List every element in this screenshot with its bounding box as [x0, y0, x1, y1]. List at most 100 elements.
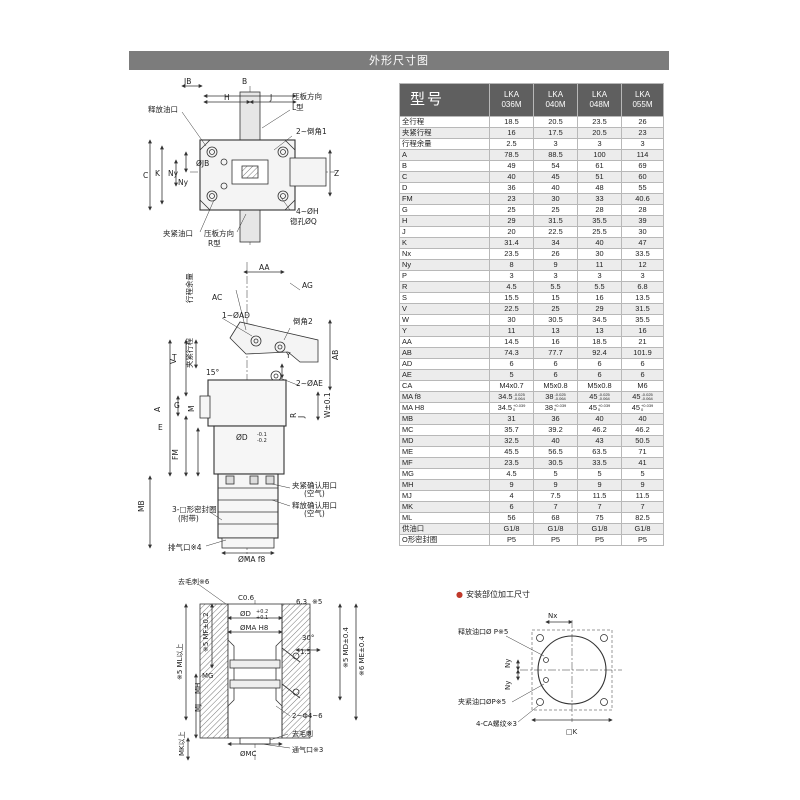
label-jb: JB [183, 77, 191, 86]
label-k: K [155, 169, 161, 178]
label-w: W±0.1 [323, 392, 332, 418]
label-md-tol2: +0.1 [256, 615, 268, 621]
label-ny-bottom: Ny [504, 681, 512, 690]
label-r: R [289, 413, 298, 418]
section-title: 外形尺寸图 [369, 54, 429, 67]
label-air-port: 夹紧确认用口 [292, 480, 337, 490]
label-30deg: 30° [302, 634, 314, 642]
label-md: ØD [240, 610, 251, 618]
label-air2: (空气) [304, 508, 325, 518]
label-d: ØD [236, 433, 248, 442]
label-clamp-port-p: 夹紧油口ØP※5 [458, 697, 506, 706]
label-counterbore: 锪孔ØQ [290, 216, 317, 226]
label-ab: AB [331, 350, 340, 360]
label-seal: 3-□形密封圈 [172, 504, 217, 514]
label-l-type: L型 [292, 103, 304, 112]
label-mg: MG [202, 672, 213, 680]
label-release-confirm: 释放确认用口 [292, 500, 337, 510]
label-ml: ※5 ML以上 [175, 644, 184, 680]
label-me: ※6 ME±0.4 [358, 635, 366, 676]
label-ny-top: Ny [504, 659, 512, 668]
label-aa: AA [259, 263, 270, 272]
label-v: V [169, 358, 178, 364]
label-d-tol2: -0.2 [257, 438, 267, 444]
label-m: M [187, 406, 196, 412]
side-view-drawing: AA AG AC 1~ØAD 行程余量 夹紧行程 倒角2 T V Y AB 15… [137, 262, 340, 564]
label-ac: AC [212, 293, 222, 302]
label-e: E [158, 423, 163, 432]
model-column-header: 型号 [399, 83, 490, 117]
label-1-5: 1.5 [300, 648, 311, 656]
top-view-drawing: JB B H J 压板方向 L型 释放油口 2~倒角1 C K Ny Ny ØJ… [143, 77, 339, 248]
label-dir-r: 压板方向 [204, 228, 234, 238]
label-a: A [153, 406, 162, 412]
label-ca-thread: 4-CA螺纹※3 [476, 719, 517, 728]
label-exhaust: 排气口※4 [168, 542, 202, 552]
label-clamp-port: 夹紧油口 [163, 228, 193, 238]
label-note5: ※5 [312, 598, 322, 606]
label-c: C [143, 171, 148, 180]
label-burr2: 去毛刺 [292, 729, 313, 738]
label-chamfer2: 倒角2 [293, 316, 313, 326]
value-cell: P5 [489, 534, 534, 546]
label-chamfer: 2~倒角1 [296, 126, 327, 136]
label-ae: 2~ØAE [296, 379, 323, 388]
value-cell: 6 [577, 369, 622, 381]
label-vent: 通气口※3 [292, 745, 323, 754]
label-fm: FM [171, 449, 180, 460]
label-p4: 2~Φ4~6 [292, 712, 323, 720]
label-ma: ØMA f8 [238, 555, 266, 564]
value-cell: 9 [621, 479, 664, 491]
mounting-hole-drawing: Nx Ny Ny 释放油口Ø P※5 夹紧油口ØP※5 4-CA螺纹※3 □K [458, 612, 622, 736]
label-dir-l: 压板方向 [292, 91, 322, 101]
label-y: Y [285, 351, 291, 360]
value-cell: 45-0.025-0.064 [577, 391, 622, 403]
label-g: G [174, 401, 180, 410]
label-t: T [171, 353, 177, 362]
value-cell: G1/8 [533, 523, 578, 535]
label-z: Z [334, 169, 339, 178]
label-j: J [269, 93, 272, 102]
label-release-port: 释放油口 [148, 104, 178, 114]
label-holes: 4~ØH [296, 207, 319, 216]
label-md-tol1: +0.2 [256, 609, 268, 615]
section-header: 外形尺寸图 [129, 51, 669, 70]
label-phi-jb: ØJB [196, 159, 209, 168]
value-cell: 5 [621, 468, 664, 480]
label-j-side: J [297, 416, 306, 419]
label-ny2: Ny [178, 178, 189, 187]
value-cell: 38-0.025-0.064 [533, 391, 578, 403]
label-h: H [224, 93, 230, 102]
label-mj: MJ [194, 704, 202, 712]
label-d-tol1: -0.1 [257, 432, 267, 438]
label-mf: ※5 MF±0.2 [202, 612, 210, 652]
mounting-title: ●安装部位加工尺寸 [456, 590, 530, 599]
value-cell: 6 [489, 501, 534, 513]
label-ra: 6.3 [296, 598, 307, 606]
label-burr: 去毛刺※6 [178, 577, 210, 586]
label-stroke-remain: 行程余量 [184, 273, 194, 303]
value-cell: 55 [621, 182, 664, 194]
label-c06: C0.6 [238, 594, 255, 602]
